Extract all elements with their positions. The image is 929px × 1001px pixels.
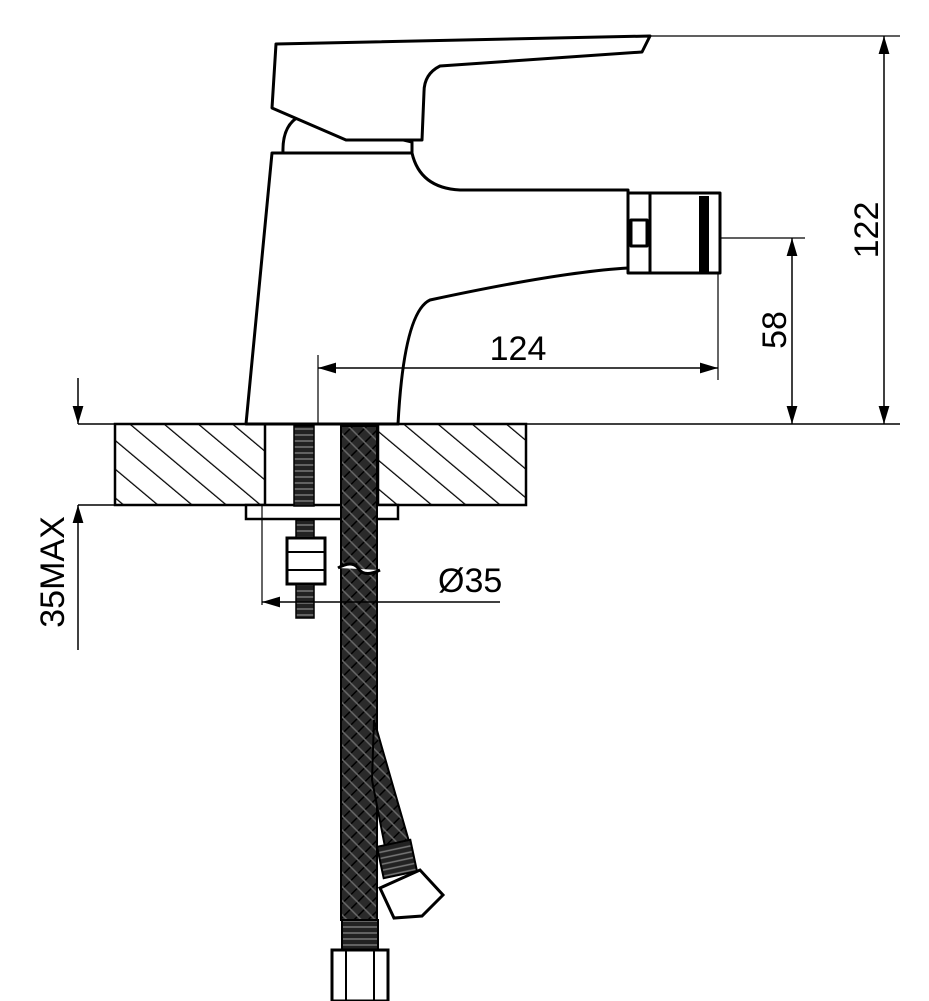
supply-hoses: [330, 425, 446, 1001]
branch-hose-fitting: [375, 838, 446, 920]
dimension-spout-height: 58: [720, 237, 805, 424]
lever-handle: [270, 34, 652, 142]
faucet-main-body: [244, 151, 630, 426]
total-height-label: 122: [848, 202, 886, 259]
main-hose-fitting: [330, 919, 390, 1001]
dimension-total-height: 122: [650, 35, 900, 424]
hole-diameter-label: Ø35: [438, 562, 502, 600]
dimension-hole-diameter: Ø35: [261, 505, 502, 608]
mounting-nut: [285, 536, 327, 586]
deck-section: [78, 422, 900, 507]
deck-thickness-label: 35MAX: [34, 516, 72, 628]
faucet-body: [244, 34, 722, 426]
deck-left-hatch: [113, 422, 267, 507]
spout-height-label: 58: [756, 311, 794, 349]
hose-break-mark: [337, 562, 381, 575]
threaded-stud: [285, 425, 327, 619]
dimension-deck-thickness: 35MAX: [34, 378, 84, 650]
deck-right-hatch: [376, 422, 528, 507]
aerator-nozzle: [626, 191, 722, 275]
dimension-spout-reach: 124: [317, 273, 719, 424]
main-supply-hose: [340, 425, 378, 921]
spout-reach-label: 124: [490, 330, 547, 368]
